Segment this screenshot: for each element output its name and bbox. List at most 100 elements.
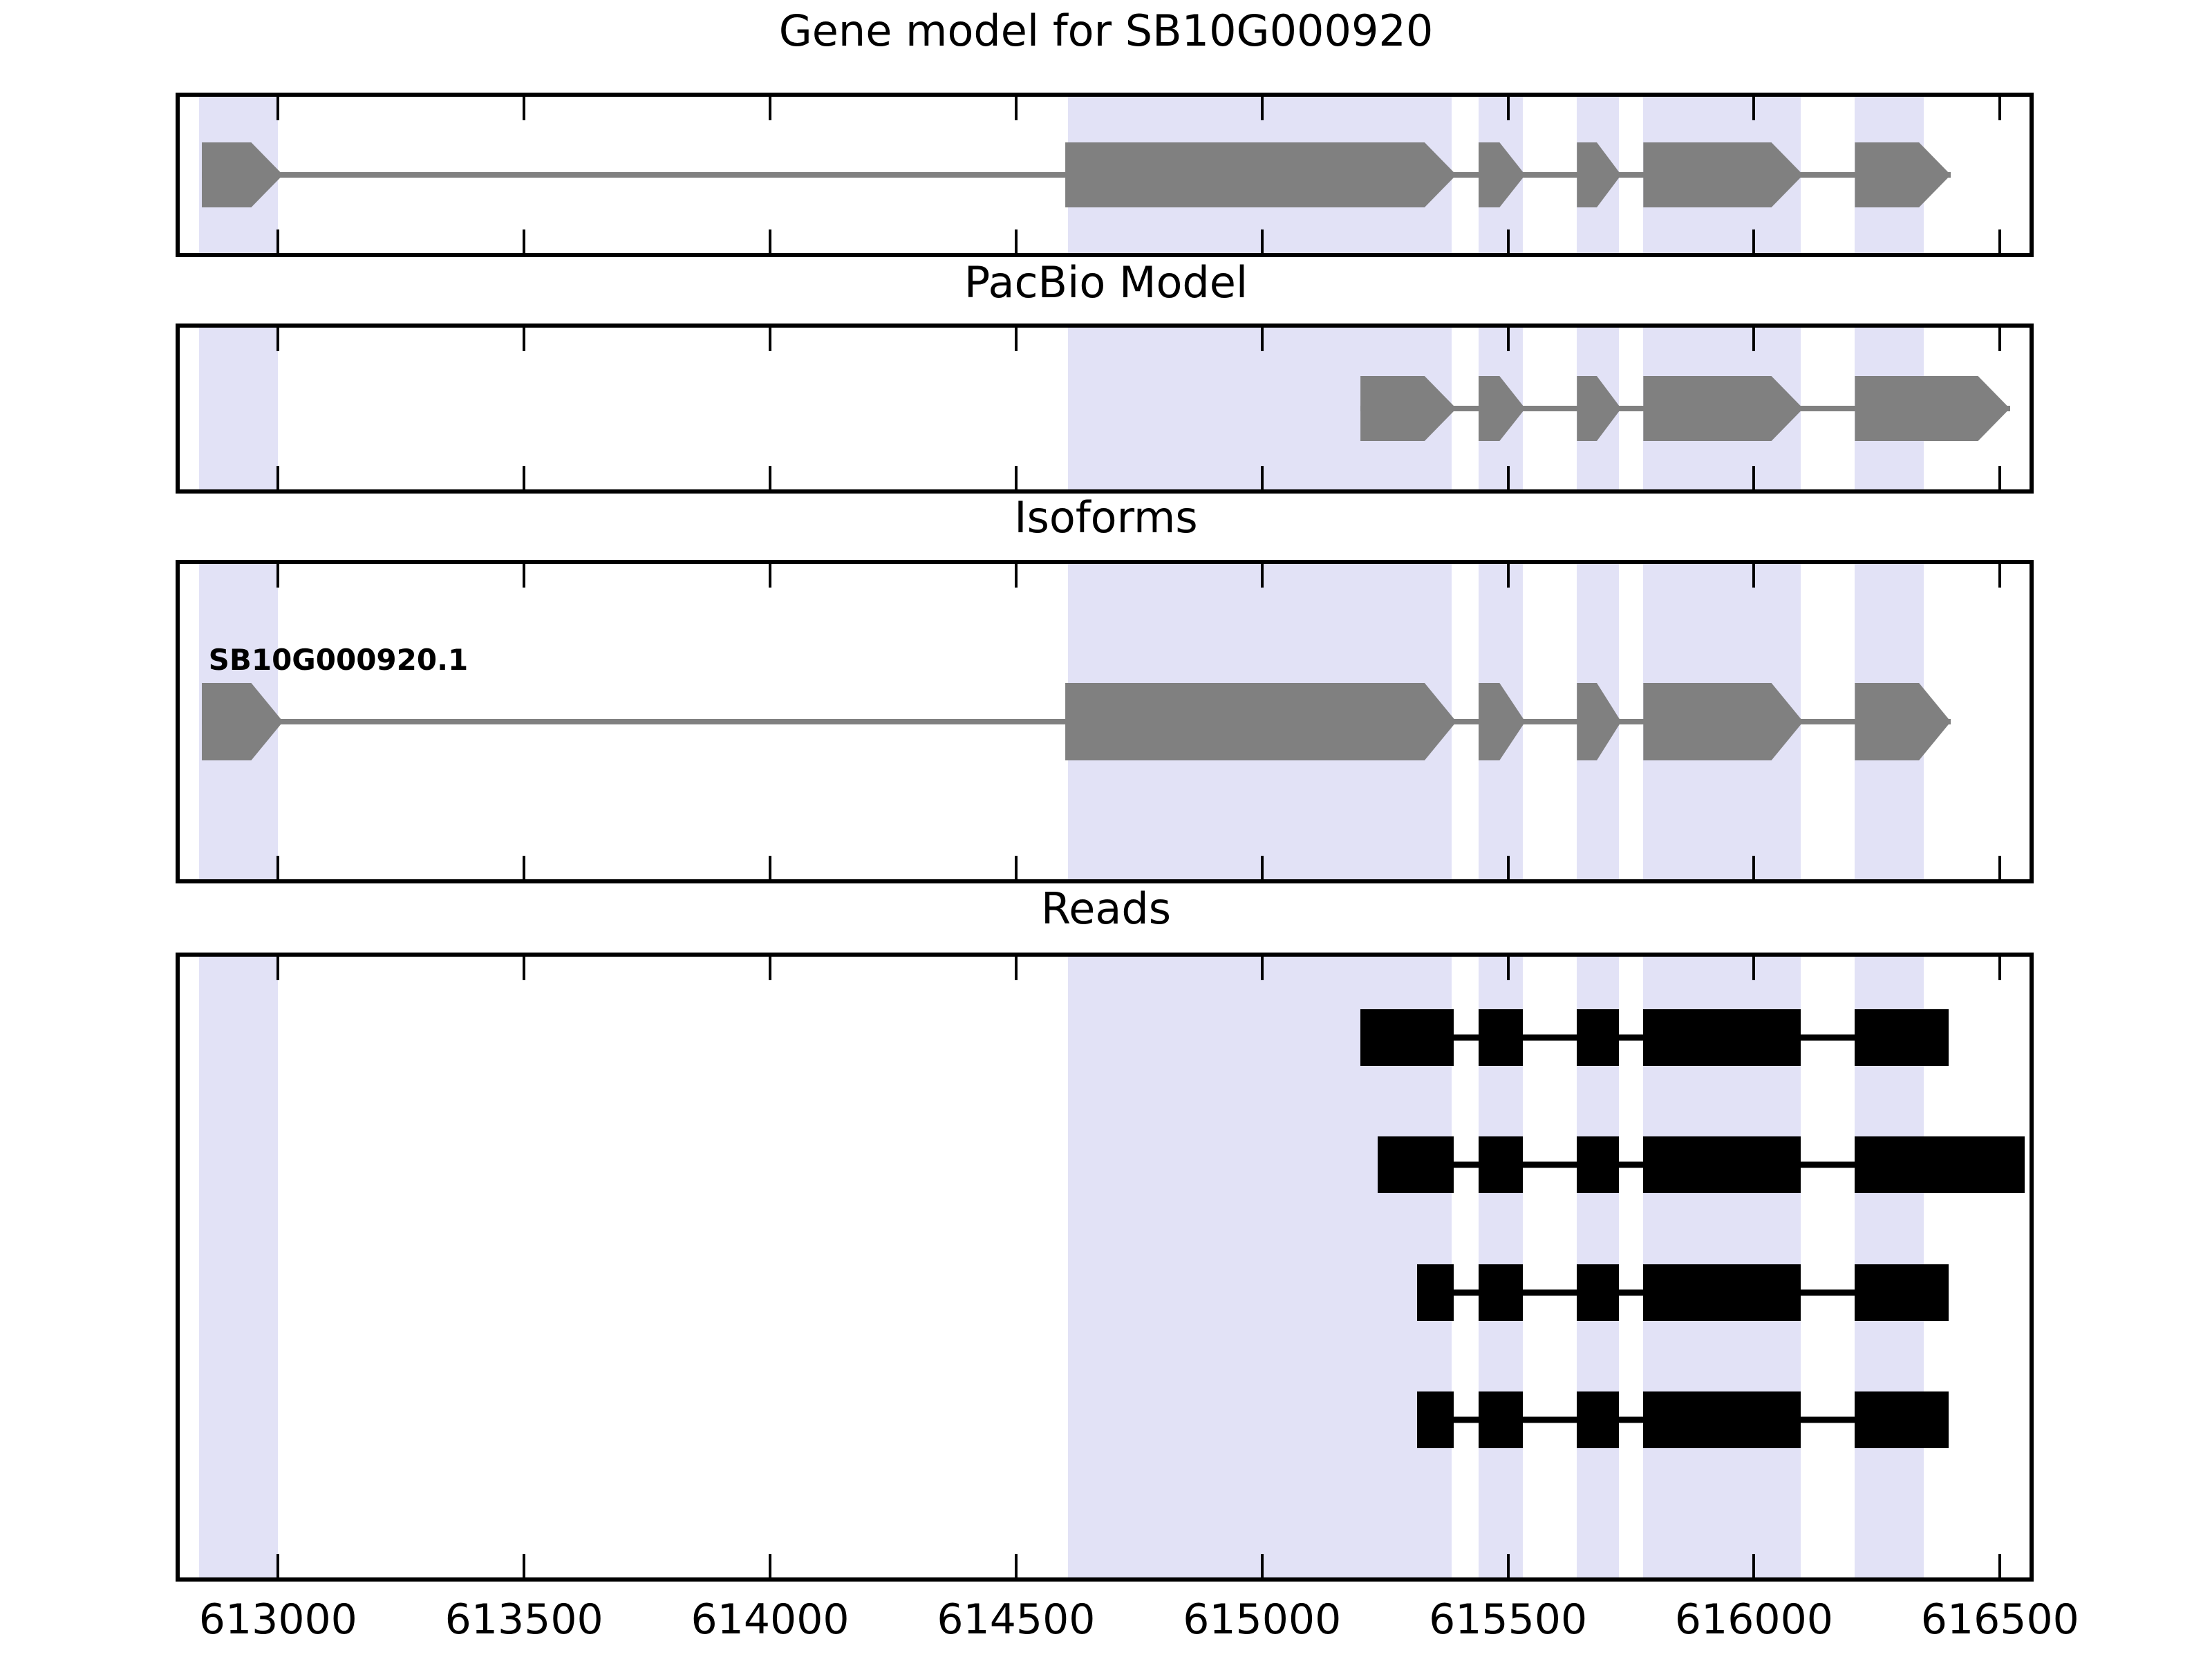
x-tick-top-6 [1752,564,1756,588]
read-4-block-1 [1416,1391,1454,1448]
x-tick-bottom-6 [1752,856,1756,879]
read-1-block-4 [1643,1009,1801,1067]
x-tick-top-6 [1752,97,1756,120]
x-tick-top-0 [276,328,280,351]
x-tick-bottom-4 [1260,1554,1264,1577]
x-tick-label-0: 613000 [198,1595,357,1644]
panel-title-pacbio: PacBio Model [964,257,1248,308]
x-tick-top-4 [1260,957,1264,980]
x-tick-bottom-6 [1752,466,1756,489]
x-tick-label-6: 616000 [1674,1595,1833,1644]
figure-title: Gene model for SB10G000920 [778,6,1434,56]
read-3-block-2 [1478,1264,1523,1321]
x-tick-top-7 [1998,328,2002,351]
x-tick-top-1 [523,564,526,588]
x-tick-bottom-4 [1260,229,1264,253]
panel-isoforms: SB10G000920.1 [176,560,2034,883]
x-tick-bottom-1 [523,1554,526,1577]
x-tick-bottom-7 [1998,466,2002,489]
x-tick-top-5 [1506,97,1510,120]
panel-reads [176,953,2034,1582]
read-2-block-3 [1577,1136,1619,1194]
x-tick-bottom-3 [1014,229,1018,253]
read-2-block-1 [1377,1136,1454,1194]
x-tick-bottom-0 [276,1554,280,1577]
x-tick-bottom-2 [769,1554,772,1577]
read-4-block-5 [1855,1391,1949,1448]
x-tick-bottom-5 [1506,229,1510,253]
x-tick-top-0 [276,564,280,588]
panel-title-isoforms: Isoforms [1014,492,1198,543]
read-2-block-4 [1643,1136,1801,1194]
x-tick-bottom-3 [1014,856,1018,879]
highlight-band-1 [199,957,279,1577]
x-tick-bottom-2 [769,229,772,253]
panel-pacbio-model [176,324,2034,494]
x-tick-bottom-7 [1998,856,2002,879]
x-tick-top-4 [1260,564,1264,588]
panel-pacbio-model-plot [180,328,2030,489]
x-tick-top-4 [1260,97,1264,120]
highlight-band-1 [199,328,279,489]
read-2-block-5 [1855,1136,2025,1194]
exon-5 [1855,376,2009,441]
x-tick-bottom-7 [1998,1554,2002,1577]
x-tick-top-3 [1014,564,1018,588]
exon-6 [1855,142,1951,207]
x-tick-bottom-4 [1260,856,1264,879]
x-tick-top-3 [1014,97,1018,120]
x-tick-top-7 [1998,564,2002,588]
x-tick-bottom-6 [1752,229,1756,253]
x-tick-top-4 [1260,328,1264,351]
exon-6 [1855,683,1951,760]
exon-5 [1643,683,1803,760]
x-tick-bottom-4 [1260,466,1264,489]
x-tick-bottom-5 [1506,466,1510,489]
x-tick-top-7 [1998,97,2002,120]
x-tick-top-5 [1506,328,1510,351]
x-tick-bottom-6 [1752,1554,1756,1577]
x-tick-bottom-0 [276,856,280,879]
x-tick-top-2 [769,328,772,351]
x-tick-top-0 [276,97,280,120]
x-tick-bottom-3 [1014,1554,1018,1577]
x-tick-top-3 [1014,328,1018,351]
x-tick-top-5 [1506,564,1510,588]
x-tick-bottom-0 [276,229,280,253]
panel-gene-model [176,93,2034,257]
x-tick-top-1 [523,97,526,120]
read-1-block-5 [1855,1009,1949,1067]
read-1-block-1 [1360,1009,1454,1067]
read-4-block-3 [1577,1391,1619,1448]
x-tick-bottom-2 [769,466,772,489]
x-tick-bottom-3 [1014,466,1018,489]
panel-reads-plot [180,957,2030,1577]
panel-gene-model-plot [180,97,2030,253]
panel-isoforms-plot: SB10G000920.1 [180,564,2030,879]
panel-title-reads: Reads [1040,883,1172,934]
x-tick-bottom-1 [523,856,526,879]
x-tick-bottom-5 [1506,1554,1510,1577]
x-tick-bottom-1 [523,229,526,253]
x-tick-top-2 [769,97,772,120]
read-4-block-2 [1478,1391,1523,1448]
exon-4 [1643,376,1803,441]
exon-2 [1065,142,1456,207]
x-tick-top-7 [1998,957,2002,980]
x-tick-top-3 [1014,957,1018,980]
x-tick-label-3: 614500 [937,1595,1096,1644]
read-3-block-5 [1855,1264,1949,1321]
read-3-block-3 [1577,1264,1619,1321]
x-tick-label-4: 615000 [1183,1595,1342,1644]
x-tick-bottom-0 [276,466,280,489]
x-tick-top-1 [523,957,526,980]
x-tick-label-2: 614000 [691,1595,850,1644]
x-tick-label-7: 616500 [1920,1595,2079,1644]
exon-5 [1643,142,1803,207]
exon-2 [1065,683,1456,760]
x-tick-bottom-2 [769,856,772,879]
x-tick-bottom-1 [523,466,526,489]
x-tick-top-1 [523,328,526,351]
read-3-block-1 [1416,1264,1454,1321]
